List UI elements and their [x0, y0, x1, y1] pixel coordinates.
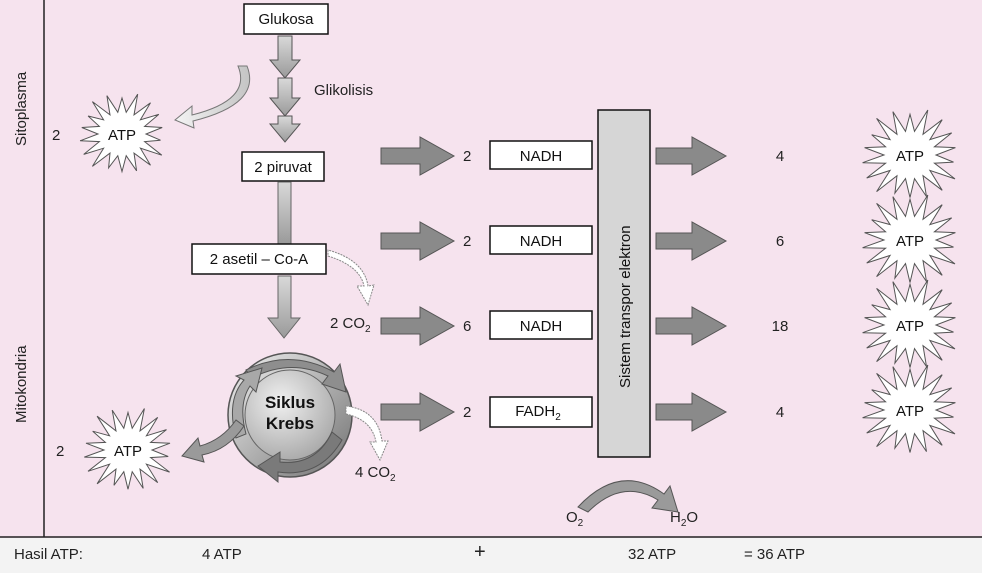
glycolysis-label: Glikolisis — [314, 82, 373, 99]
carrier-box-1 — [489, 140, 593, 170]
krebs-co2-label: 4 CO2 — [355, 464, 396, 484]
glycolysis-atp-arrow — [174, 65, 251, 129]
carrier-box-3 — [489, 310, 593, 340]
oxygen-water-arrow — [577, 480, 679, 513]
krebs-cycle-arrow-bottom — [257, 431, 343, 484]
electron-transport-label: Sistem transpor elektron — [617, 225, 634, 388]
glucose-label: Glukosa — [258, 11, 314, 28]
atp-starburst-output-2: ATP — [862, 194, 956, 283]
carrier-name-1: NADH — [520, 148, 563, 165]
atp-starburst-output-3: ATP — [862, 279, 956, 368]
krebs-atp-arrow — [181, 419, 245, 463]
carrier-box-2 — [489, 225, 593, 255]
carrier-count-3: 6 — [463, 318, 471, 335]
output-count-4: 4 — [776, 404, 784, 421]
summary-right-atp: 32 ATP — [628, 546, 677, 563]
atp-count-krebs: 2 — [56, 443, 64, 460]
acetyl-coa-label: 2 asetil – Co-A — [210, 251, 308, 268]
acetyl-coa-box — [191, 243, 327, 275]
carrier-count-1: 2 — [463, 148, 471, 165]
summary-total: = 36 ATP — [744, 546, 806, 563]
carrier-count-2: 2 — [463, 233, 471, 250]
carrier-name-2: NADH — [520, 233, 563, 250]
acetyl-co2-label: 2 CO2 — [330, 315, 371, 335]
pyruvate-box — [241, 151, 325, 182]
atp-label-krebs: ATP — [114, 443, 142, 460]
pyruvate-acetyl-connector — [277, 181, 292, 245]
atp-starburst-krebs: ATP — [84, 408, 171, 490]
krebs-co2-arrow — [345, 405, 389, 462]
krebs-cycle-arrow-top — [245, 359, 347, 393]
region-label-mitochondria: Mitokondria — [13, 345, 30, 423]
pyruvate-label: 2 piruvat — [254, 159, 312, 176]
carrier-input-arrows — [380, 136, 456, 432]
atp-count-glycolysis: 2 — [52, 127, 60, 144]
summary-left-atp: 4 ATP — [202, 546, 242, 563]
output-count-1: 4 — [776, 148, 784, 165]
atp-label-output-2: ATP — [896, 233, 924, 250]
etc-output-arrows — [655, 136, 728, 432]
glycolysis-arrow — [268, 35, 302, 143]
atp-label-output-1: ATP — [896, 148, 924, 165]
krebs-cycle-arrow-left — [231, 367, 263, 439]
krebs-cycle: Siklus Krebs — [227, 352, 353, 484]
oxygen-label: O2 — [566, 509, 584, 529]
output-count-2: 6 — [776, 233, 784, 250]
atp-starburst-output-4: ATP — [862, 364, 956, 453]
carrier-box-4 — [489, 396, 593, 428]
atp-label-output-4: ATP — [896, 403, 924, 420]
atp-starburst-glycolysis: ATP — [79, 93, 163, 174]
glucose-box — [243, 3, 329, 35]
atp-label-output-3: ATP — [896, 318, 924, 335]
summary-plus: + — [474, 541, 486, 563]
atp-label-glycolysis: ATP — [108, 127, 136, 144]
atp-summary-footer: Hasil ATP: 4 ATP + 32 ATP = 36 ATP — [0, 538, 982, 573]
carrier-count-4: 2 — [463, 404, 471, 421]
acetyl-krebs-arrow — [266, 275, 302, 339]
krebs-label-line2: Krebs — [266, 414, 314, 433]
atp-starburst-output-1: ATP — [862, 109, 956, 198]
water-label: H2O — [670, 509, 698, 529]
krebs-label-line1: Siklus — [265, 393, 315, 412]
acetyl-co2-arrow — [327, 249, 375, 307]
carrier-name-4: FADH2 — [515, 403, 561, 423]
region-label-cytoplasm: Sitoplasma — [13, 71, 30, 146]
output-count-3: 18 — [772, 318, 789, 335]
electron-transport-box — [597, 109, 651, 458]
summary-label: Hasil ATP: — [14, 546, 83, 563]
carrier-name-3: NADH — [520, 318, 563, 335]
